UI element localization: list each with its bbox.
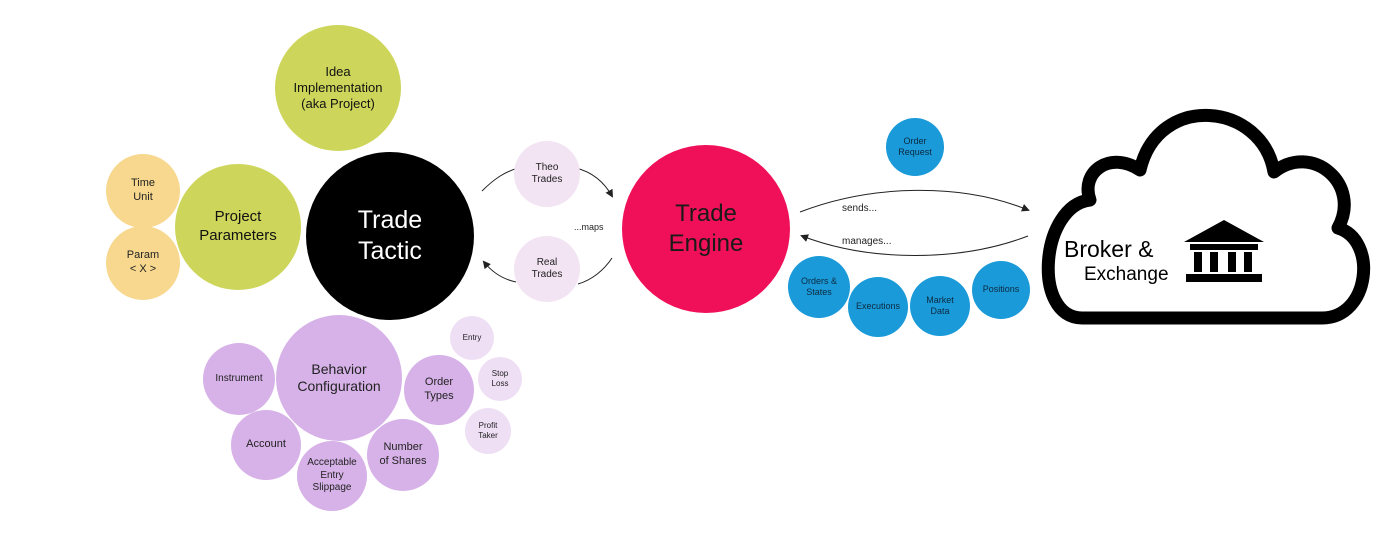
stop-loss-node: Stop Loss: [478, 357, 522, 401]
manages-label: manages...: [842, 236, 892, 247]
order-request-node: Order Request: [886, 118, 944, 176]
param-x-node: Param < X >: [106, 226, 180, 300]
executions-node: Executions: [848, 277, 908, 337]
arc-manages: [800, 234, 1029, 256]
arc-theo-to-engine: [575, 167, 613, 198]
maps-label: ...maps: [574, 222, 604, 232]
instrument-node: Instrument: [203, 343, 275, 415]
market-data-node: Market Data: [910, 276, 970, 336]
order-types-node: Order Types: [404, 355, 474, 425]
time-unit-node: Time Unit: [106, 154, 180, 228]
idea-implementation-node: Idea Implementation (aka Project): [275, 25, 401, 151]
bank-icon: [1184, 220, 1264, 282]
trade-engine-node: Trade Engine: [622, 145, 790, 313]
arc-real-to-tactic: [482, 260, 517, 283]
cloud-icon: [1041, 109, 1370, 325]
acceptable-entry-slippage-node: Acceptable Entry Slippage: [297, 441, 367, 511]
behavior-configuration-node: Behavior Configuration: [276, 315, 402, 441]
arc-sends: [799, 189, 1030, 213]
project-parameters-node: Project Parameters: [175, 164, 301, 290]
trade-tactic-node: Trade Tactic: [306, 152, 474, 320]
profit-taker-node: Profit Taker: [465, 408, 511, 454]
number-of-shares-node: Number of Shares: [367, 419, 439, 491]
sends-label: sends...: [842, 203, 878, 214]
broker-exchange-label: Broker & Exchange: [1064, 236, 1169, 285]
arc-tactic-to-theo: [481, 167, 519, 192]
entry-node: Entry: [450, 316, 494, 360]
orders-states-node: Orders & States: [788, 256, 850, 318]
positions-node: Positions: [972, 261, 1030, 319]
theo-trades-node: Theo Trades: [514, 141, 580, 207]
account-node: Account: [231, 410, 301, 480]
arc-engine-to-real: [577, 257, 613, 285]
real-trades-node: Real Trades: [514, 236, 580, 302]
